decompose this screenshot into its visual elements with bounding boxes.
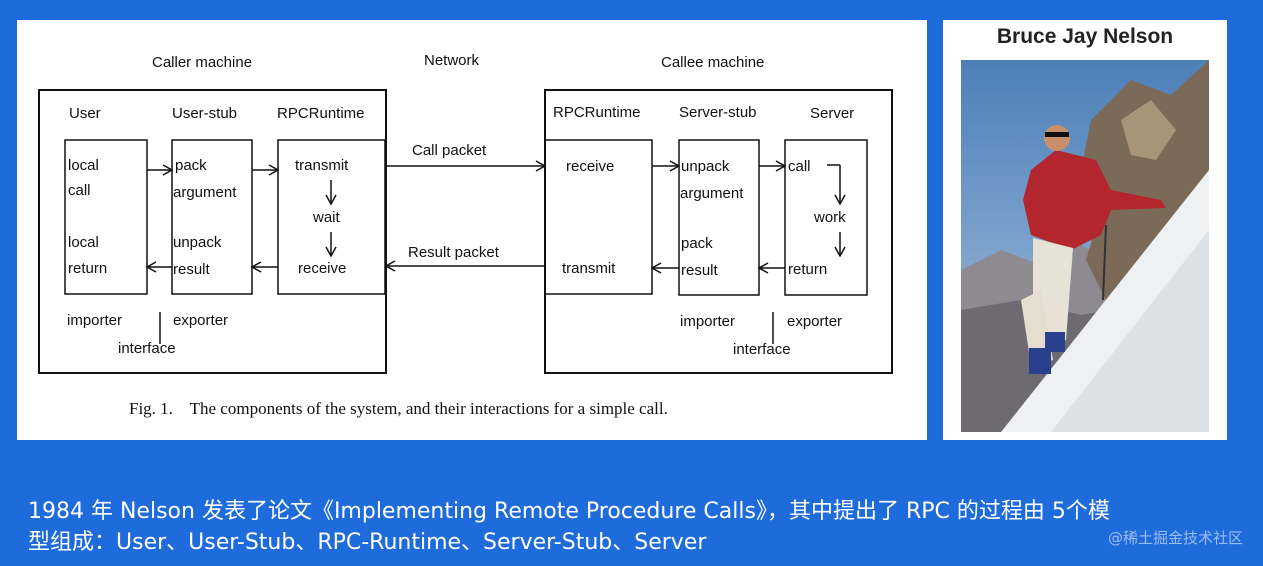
callee-rpcruntime-line: receive [566, 158, 614, 175]
server-line: return [788, 261, 827, 278]
caption-line-1: 1984 年 Nelson 发表了论文《Implementing Remote … [28, 499, 1110, 524]
caller-rpcruntime-line: transmit [295, 157, 349, 174]
server-title: Server [810, 105, 854, 122]
user-line: return [68, 260, 107, 277]
caller-interface-label: interface [118, 340, 176, 357]
callee-exporter-label: exporter [787, 313, 842, 330]
callee-importer-label: importer [680, 313, 735, 330]
user-line: call [68, 182, 91, 199]
callee-rpcruntime-box [544, 139, 653, 295]
user-stub-line: unpack [173, 234, 222, 251]
caller-importer-label: importer [67, 312, 122, 329]
user-stub-line: result [173, 261, 211, 278]
callee-rpcruntime-title: RPCRuntime [553, 104, 641, 121]
callee-interface-label: interface [733, 341, 791, 358]
portrait-panel: Bruce Jay Nelson [943, 20, 1227, 440]
user-line: local [68, 234, 99, 251]
user-stub-title: User-stub [172, 105, 237, 122]
user-stub-box [171, 139, 253, 295]
caller-rpcruntime-box [277, 139, 386, 295]
callee-rpcruntime-line: transmit [562, 260, 616, 277]
result-packet-label: Result packet [408, 244, 500, 261]
user-stub-line: pack [175, 157, 207, 174]
callee-machine-box [544, 89, 893, 374]
server-stub-box [678, 139, 760, 296]
user-box [64, 139, 148, 295]
server-stub-line: result [681, 262, 719, 279]
server-stub-line: pack [681, 235, 713, 252]
caller-rpcruntime-line: receive [298, 260, 346, 277]
watermark: @稀土掘金技术社区 [1107, 529, 1243, 547]
network-title: Network [424, 52, 480, 69]
user-title: User [69, 105, 101, 122]
caller-rpcruntime-line: wait [312, 209, 341, 226]
caller-machine-box [38, 89, 387, 374]
caller-exporter-label: exporter [173, 312, 228, 329]
slide-caption: 1984 年 Nelson 发表了论文《Implementing Remote … [28, 496, 1238, 558]
server-stub-line: argument [680, 185, 744, 202]
server-box [784, 139, 868, 296]
server-line: work [813, 209, 846, 226]
user-line: local [68, 157, 99, 174]
portrait-title: Bruce Jay Nelson [996, 25, 1174, 48]
figure-caption: Fig. 1. The components of the system, an… [129, 399, 668, 418]
caption-line-2: 型组成：User、User-Stub、RPC-Runtime、Server-St… [28, 530, 707, 555]
caller-rpcruntime-title: RPCRuntime [277, 105, 365, 122]
rpc-diagram-panel: Caller machine Network Callee machine Us… [17, 20, 927, 440]
caller-machine-title: Caller machine [152, 54, 252, 71]
rpc-diagram: Caller machine Network Callee machine Us… [38, 52, 893, 418]
user-stub-line: argument [173, 184, 237, 201]
server-stub-title: Server-stub [679, 104, 757, 121]
portrait-photo [961, 60, 1209, 432]
server-stub-line: unpack [681, 158, 730, 175]
call-packet-label: Call packet [412, 142, 487, 159]
callee-machine-title: Callee machine [661, 54, 764, 71]
server-line: call [788, 158, 811, 175]
